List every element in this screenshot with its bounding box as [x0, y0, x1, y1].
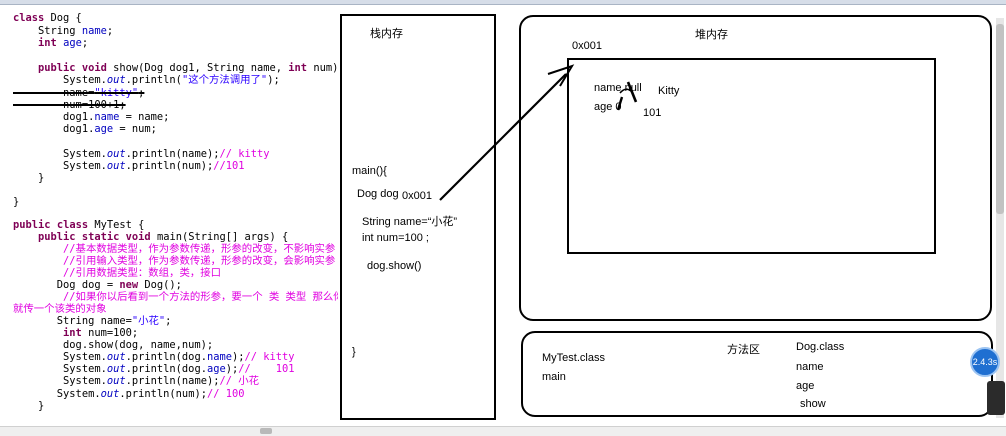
vertical-scrollbar[interactable]	[996, 18, 1004, 418]
reference-arrow-head	[547, 64, 575, 87]
code-line: public void show(Dog dog1, String name, …	[38, 62, 338, 74]
stack-main-close: }	[352, 346, 356, 358]
code-line: dog.show(dog, name,num);	[13, 339, 214, 351]
code-line: int age;	[38, 37, 89, 49]
code-line: //引用数据类型：数组，类，接口	[13, 267, 222, 279]
code-line: System.out.println(dog.age);// 101	[13, 363, 295, 375]
strike-age-mark	[616, 96, 624, 111]
code-line-struck: num=100+1;	[13, 99, 126, 111]
code-line: Dog dog = new Dog();	[13, 279, 182, 291]
code-line: //引用输入类型，作为参数传递，形参的改变，会影响实参	[13, 255, 336, 267]
stack-title: 栈内存	[370, 28, 403, 40]
code-line: }	[13, 172, 45, 184]
code-line: public static void main(String[] args) {	[38, 231, 289, 243]
heap-title: 堆内存	[695, 29, 728, 41]
code-line: System.out.println(name);// 小花	[13, 375, 260, 387]
code-line-struck: name="kitty";	[13, 87, 145, 99]
class-dog: Dog.class	[796, 341, 845, 353]
code-line: System.out.println(name);// kitty	[13, 148, 270, 160]
code-line: System.out.println("这个方法调用了");	[13, 74, 280, 86]
stack-name-variable: String name=“小花”	[362, 216, 458, 228]
stack-main-open: main(){	[352, 165, 387, 177]
window-top-bar	[0, 0, 1006, 5]
code-line: dog1.age = num;	[13, 123, 157, 135]
horizontal-scrollbar[interactable]	[0, 426, 1006, 436]
stack-show-call: dog.show()	[367, 260, 422, 272]
dog-object-box	[567, 58, 936, 254]
heap-address: 0x001	[572, 40, 602, 52]
method-area-title: 方法区	[727, 344, 760, 356]
code-line: System.out.println(dog.name);// kitty	[13, 351, 295, 363]
class-mytest: MyTest.class	[542, 352, 605, 364]
class-dog-name: name	[796, 361, 824, 373]
code-line: class Dog {	[13, 12, 82, 24]
class-dog-age: age	[796, 380, 815, 392]
code-line: }	[13, 196, 20, 208]
reference-arrow-line	[439, 73, 567, 201]
stack-memory-box	[340, 14, 496, 420]
side-widget[interactable]	[987, 381, 1005, 415]
code-line: int num=100;	[63, 327, 139, 339]
strike-name-curl	[619, 88, 633, 94]
code-editor[interactable]: class Dog { String name; int age; public…	[0, 6, 338, 426]
horizontal-scrollbar-thumb[interactable]	[260, 428, 272, 434]
method-area-box	[521, 331, 993, 417]
code-line: //基本数据类型，作为参数传递，形参的改变，不影响实参	[13, 243, 336, 255]
code-line: public class MyTest {	[13, 219, 145, 231]
timer-badge[interactable]: 2.4.3s	[970, 347, 1000, 377]
code-line: 就传一个该类的对象	[13, 303, 107, 315]
class-mytest-main: main	[542, 371, 566, 383]
code-line: dog1.name = name;	[13, 111, 170, 123]
code-line: //如果你以后看到一个方法的形参，要一个 类 类型 那么你	[13, 291, 338, 303]
object-new-age: 101	[643, 107, 662, 119]
code-line: }	[13, 400, 45, 412]
class-dog-show: show	[800, 398, 826, 410]
vertical-scrollbar-thumb[interactable]	[996, 24, 1004, 214]
code-line: System.out.println(num);//101	[13, 160, 245, 172]
code-line: String name;	[13, 25, 114, 37]
stack-num-variable: int num=100 ;	[362, 232, 429, 244]
object-new-name: Kitty	[658, 85, 680, 97]
code-line: System.out.println(num);// 100	[13, 388, 245, 400]
stack-dog-reference: 0x001	[402, 190, 432, 202]
code-line: String name="小花";	[13, 315, 172, 327]
stack-dog-variable: Dog dog	[357, 188, 399, 200]
